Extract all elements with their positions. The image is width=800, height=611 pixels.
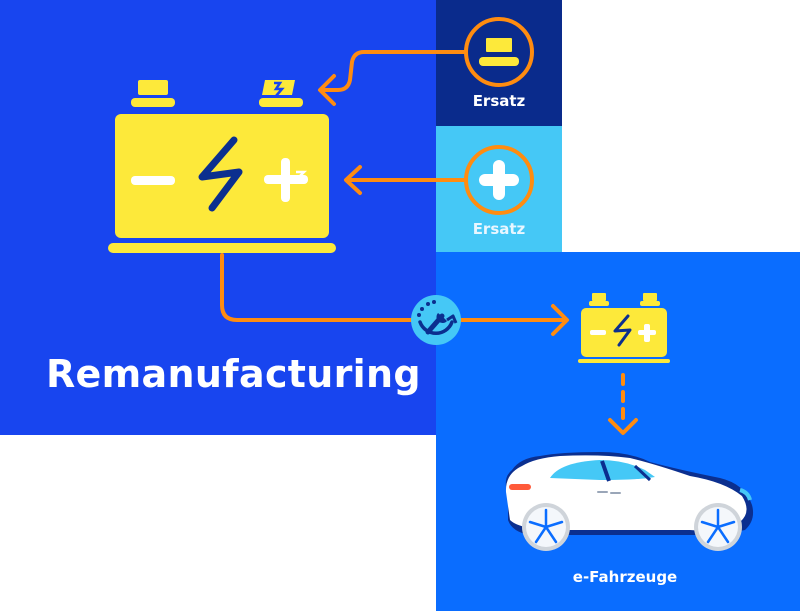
arrowhead-car	[608, 418, 638, 435]
replacement-terminal-label: Ersatz	[472, 92, 526, 110]
e-vehicles-label: e-Fahrzeuge	[572, 568, 678, 586]
arrowhead-new-battery	[551, 304, 569, 336]
front-wheel-icon	[694, 503, 742, 551]
plus-icon	[264, 158, 308, 202]
wrench-cycle-icon	[411, 295, 461, 345]
diagram-title: Remanufacturing	[46, 352, 421, 396]
arrow-terminal-to-battery	[320, 50, 468, 92]
battery-icon	[108, 80, 336, 253]
replacement-plus-icon	[464, 145, 534, 215]
replacement-terminal-icon	[464, 17, 534, 87]
minus-icon	[131, 176, 175, 185]
electric-car-icon	[505, 452, 754, 551]
arrow-battery-to-process	[220, 253, 414, 322]
arrowhead-terminal	[318, 74, 336, 106]
rear-wheel-icon	[522, 503, 570, 551]
arrowhead-cell	[344, 165, 362, 195]
remanufactured-battery-icon	[578, 293, 670, 363]
lightning-bolt-icon	[198, 136, 243, 212]
replacement-cell-label: Ersatz	[472, 220, 526, 238]
